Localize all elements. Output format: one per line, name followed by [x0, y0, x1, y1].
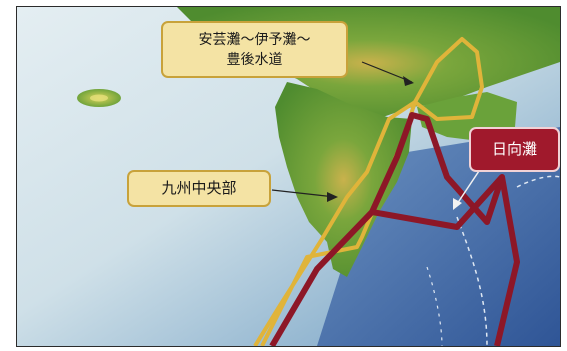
boundary-yellow [253, 100, 417, 346]
label-aki-line2: 豊後水道 [226, 52, 283, 68]
label-hyuga-nada: 日向灘 [469, 127, 560, 172]
map-frame: 安芸灘～伊予灘～ 豊後水道 九州中央部 日向灘 [16, 6, 561, 347]
trench-dash-2 [516, 175, 560, 188]
trench-dash-3 [426, 266, 443, 346]
trench-dash-1 [456, 216, 488, 346]
arrow-kyushu [271, 189, 336, 198]
label-aki-iyo-bungo: 安芸灘～伊予灘～ 豊後水道 [161, 21, 348, 78]
boundary-red [269, 112, 520, 346]
landmass-kyushu [275, 82, 412, 277]
label-kyushu-central: 九州中央部 [127, 170, 271, 207]
label-aki-line1: 安芸灘～伊予灘～ [198, 32, 311, 48]
